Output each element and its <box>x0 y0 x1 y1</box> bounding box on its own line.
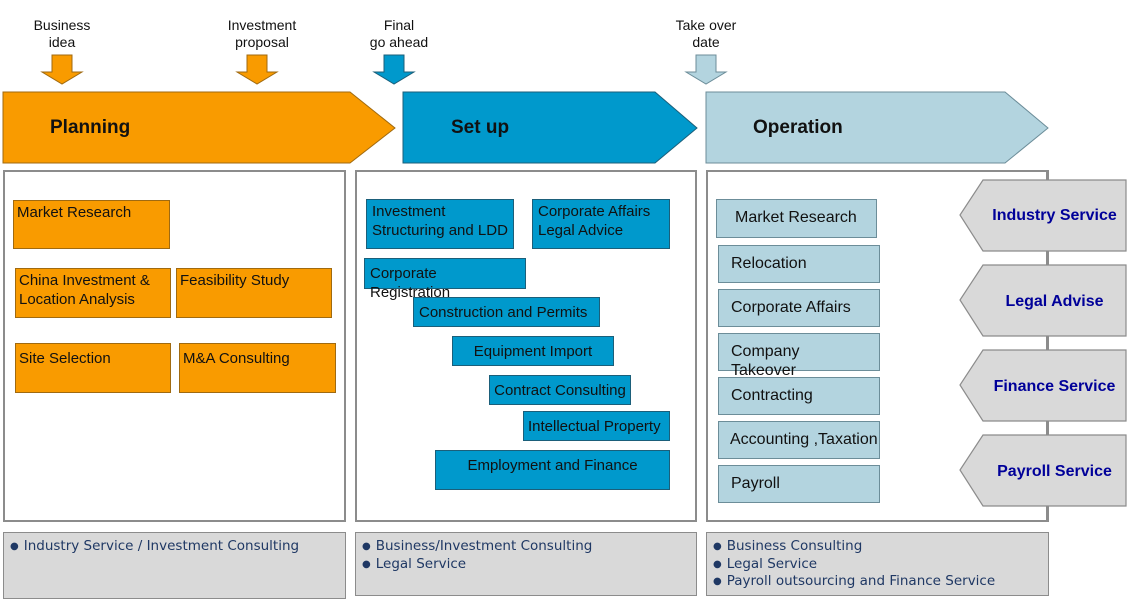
planning-item: M&A Consulting <box>179 343 336 393</box>
service-shape <box>959 349 1127 422</box>
service-shape <box>959 264 1127 337</box>
operation-item: Accounting ,Taxation <box>718 421 880 459</box>
down-arrow-icon <box>235 54 279 85</box>
planning-item: Site Selection <box>15 343 171 393</box>
operation-item: Corporate Affairs <box>718 289 880 327</box>
setup-item: Intellectual Property <box>523 411 670 441</box>
operation-chevron <box>705 91 1049 164</box>
setup-item: Construction and Permits <box>413 297 600 327</box>
service-legal: Legal Advise <box>1005 293 1104 310</box>
planning-item: Feasibility Study <box>176 268 332 318</box>
service-shape <box>959 434 1127 507</box>
service-shapes <box>959 170 1127 522</box>
setup-services-summary: Business/Investment Consulting Legal Ser… <box>355 532 697 596</box>
planning-services-summary: Industry Service / Investment Consulting <box>3 532 346 599</box>
bullet-item: Legal Service <box>362 556 690 574</box>
service-industry: Industry Service <box>992 207 1117 224</box>
setup-item: Investment Structuring and LDD <box>366 199 514 249</box>
setup-item: Corporate Registration <box>364 258 526 301</box>
operation-item: Contracting <box>718 377 880 415</box>
down-arrow-icon <box>40 54 84 85</box>
phase-operation: Operation <box>753 117 843 138</box>
planning-item: China Investment & Location Analysis <box>15 268 171 318</box>
setup-item: Employment and Finance <box>435 450 670 490</box>
setup-item: Equipment Import <box>452 336 614 366</box>
operation-services-summary: Business Consulting Legal Service Payrol… <box>706 532 1049 596</box>
operation-item: Relocation <box>718 245 880 283</box>
planning-chevron <box>2 91 396 164</box>
setup-item: Contract Consulting <box>489 375 631 405</box>
bullet-item: Payroll outsourcing and Finance Service <box>713 573 1042 591</box>
service-shape <box>959 179 1127 252</box>
down-arrow-icon <box>684 54 728 85</box>
planning-item: Market Research <box>13 200 170 249</box>
operation-item: Market Research <box>716 199 877 238</box>
bullet-item: Industry Service / Investment Consulting <box>10 538 339 556</box>
down-arrow-icon <box>372 54 416 85</box>
operation-item: Payroll <box>718 465 880 503</box>
bullet-item: Legal Service <box>713 556 1042 574</box>
phase-setup: Set up <box>451 117 510 138</box>
operation-item: Company Takeover <box>718 333 880 379</box>
service-payroll: Payroll Service <box>997 463 1112 480</box>
setup-item: Corporate Affairs Legal Advice <box>532 199 670 249</box>
phase-arrows <box>2 54 1049 164</box>
service-finance: Finance Service <box>993 378 1116 395</box>
setup-chevron <box>402 91 698 164</box>
bullet-item: Business Consulting <box>713 538 1042 556</box>
bullet-item: Business/Investment Consulting <box>362 538 690 556</box>
phase-planning: Planning <box>50 117 131 138</box>
